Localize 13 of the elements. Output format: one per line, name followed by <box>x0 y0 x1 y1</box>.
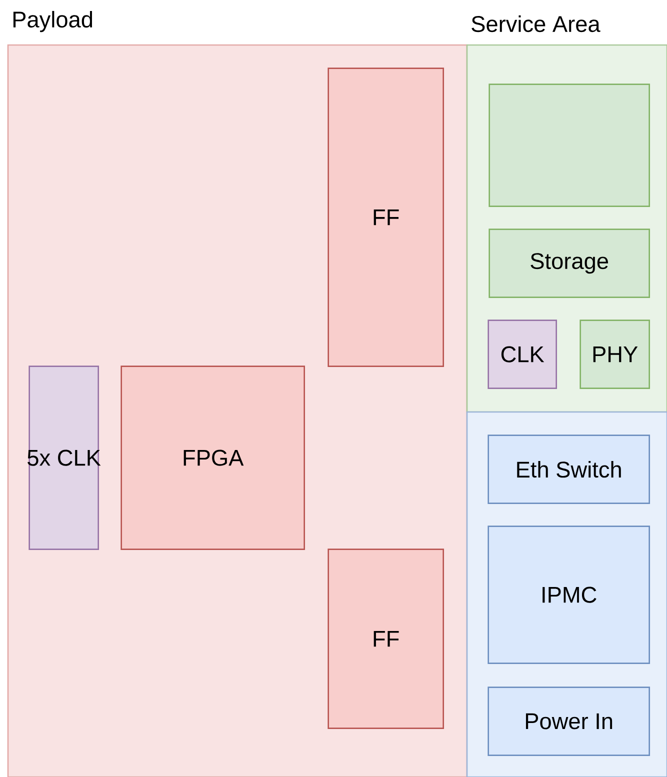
component-box: Power In <box>488 686 650 756</box>
component-box: IPMC <box>488 526 650 664</box>
component-box: Storage <box>488 228 650 298</box>
node-label: Service Area <box>472 15 600 32</box>
component-box: PHY <box>580 320 650 389</box>
component-box: CLK <box>488 320 557 389</box>
component-box: FF <box>328 68 444 367</box>
component-box: 5x CLK <box>28 366 101 550</box>
component-box: FPGA <box>120 366 305 550</box>
component-box: Eth Switch <box>488 434 650 504</box>
component-box: FF <box>328 548 444 730</box>
node-label: Payload <box>13 10 92 32</box>
component-box <box>488 84 650 207</box>
